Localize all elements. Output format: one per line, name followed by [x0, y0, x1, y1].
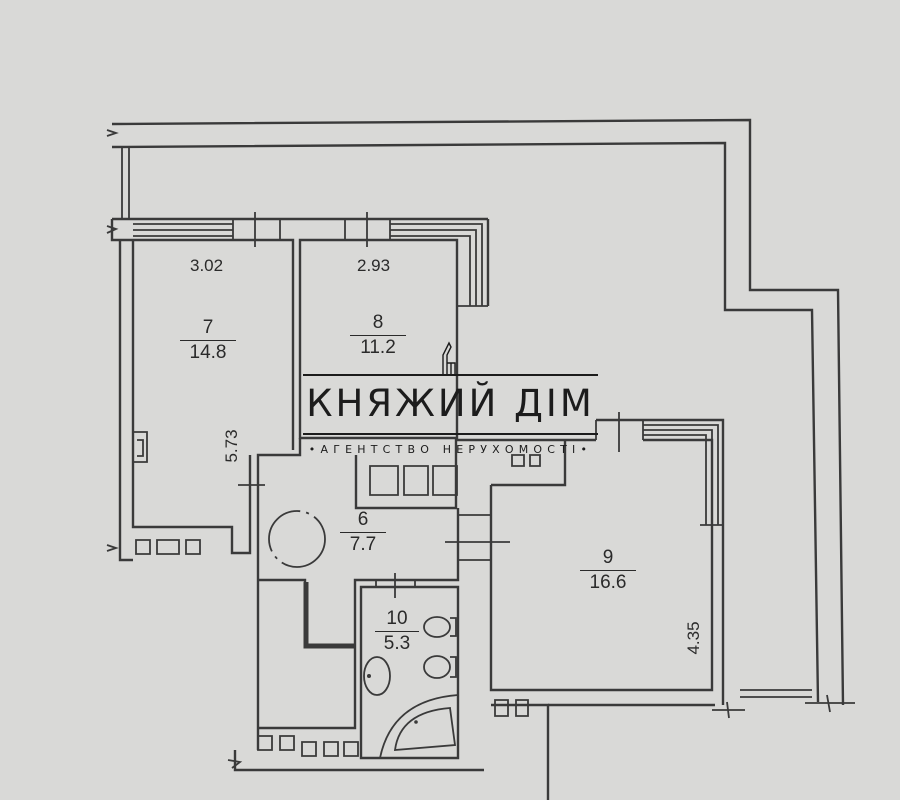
room-number: 10: [375, 609, 419, 632]
agency-watermark: КНЯЖИЙ ДІМ •АГЕНТСТВО НЕРУХОМОСТІ•: [303, 341, 598, 461]
agency-name: КНЯЖИЙ ДІМ: [306, 382, 595, 425]
dimension-room7-length: 5.73: [222, 429, 241, 463]
room-number: 8: [350, 313, 406, 336]
balcony-outline: [106, 118, 855, 713]
agency-tagline: •АГЕНТСТВО НЕРУХОМОСТІ•: [308, 443, 593, 456]
dimension-room8-width: 2.93: [357, 256, 391, 275]
top-wall: [106, 212, 490, 307]
logo-top-rule: [303, 374, 598, 376]
room-number: 7: [180, 318, 236, 341]
room-7-label: 7 14.8: [180, 318, 236, 363]
dimension-room9-length: 4.35: [684, 621, 703, 655]
room-10-label: 10 5.3: [375, 609, 419, 654]
room-10-walls: [359, 573, 460, 760]
room-area: 11.2: [360, 336, 396, 358]
room-number: 9: [580, 548, 636, 571]
room-7-walls: [118, 238, 295, 555]
bottom-wall: [106, 539, 745, 800]
logo-bottom-rule: [303, 433, 598, 435]
room-area: 5.3: [383, 632, 411, 654]
building-logo-icon: [442, 341, 456, 375]
room-area: 7.7: [349, 533, 377, 555]
dimension-room7-width: 3.02: [190, 256, 224, 275]
room-6-walls: [257, 438, 596, 730]
room-9-label: 9 16.6: [580, 548, 636, 593]
room-8-walls: [256, 238, 459, 750]
room-area: 14.8: [189, 341, 227, 363]
room-number: 6: [340, 510, 386, 533]
room-area: 16.6: [589, 571, 627, 593]
room-9-walls: [489, 412, 725, 705]
room-6-label: 6 7.7: [340, 510, 386, 555]
room-8-label: 8 11.2: [350, 313, 406, 358]
